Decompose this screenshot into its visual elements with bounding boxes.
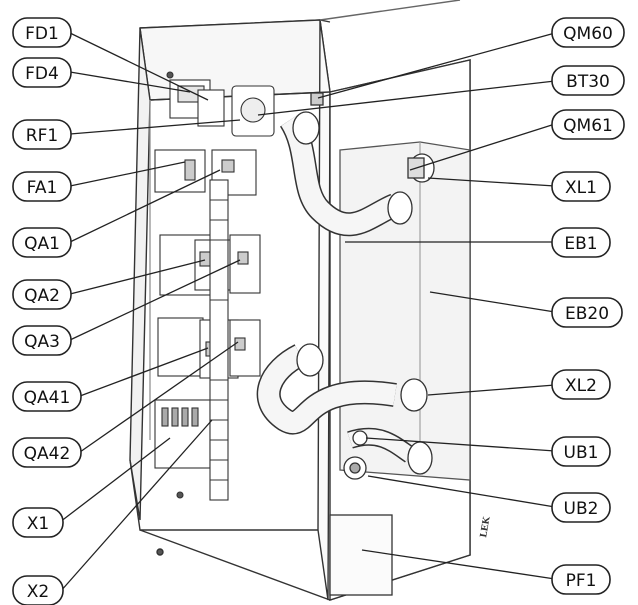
svg-text:FD4: FD4	[25, 64, 59, 84]
callout-qa41: QA41	[12, 381, 82, 412]
ub1-valve	[352, 430, 368, 446]
svg-text:QA42: QA42	[24, 444, 71, 464]
qa41-contactor	[157, 317, 204, 377]
cabinet-mark: LEK	[479, 515, 493, 539]
upper-outlet-fitting	[387, 191, 413, 225]
svg-text:EB20: EB20	[565, 304, 609, 324]
svg-text:BT30: BT30	[566, 72, 610, 92]
qm60-valve	[310, 92, 324, 106]
callout-ub2: UB2	[551, 492, 611, 523]
lower-inlet-fitting	[296, 343, 324, 377]
callout-x2: X2	[12, 575, 64, 605]
callout-qm60: QM60	[551, 17, 625, 48]
fd1-component	[197, 89, 225, 127]
callout-qa1: QA1	[12, 227, 72, 258]
callout-qa3: QA3	[12, 325, 72, 356]
callout-eb1: EB1	[551, 227, 611, 258]
svg-text:QA1: QA1	[24, 234, 60, 254]
callout-eb20: EB20	[551, 297, 623, 328]
svg-text:QA3: QA3	[24, 332, 60, 352]
x2-terminal-strip	[209, 179, 229, 501]
svg-text:QM61: QM61	[563, 116, 613, 136]
svg-text:UB1: UB1	[564, 443, 599, 463]
component-panel	[154, 71, 275, 501]
svg-text:RF1: RF1	[26, 126, 58, 146]
svg-text:X1: X1	[27, 514, 49, 534]
callout-xl2: XL2	[551, 369, 611, 400]
callout-xl1: XL1	[551, 171, 611, 202]
callout-rf1: RF1	[12, 119, 72, 150]
fa1-component	[154, 149, 206, 193]
callout-qa42: QA42	[12, 437, 82, 468]
bt30-fitting	[292, 111, 320, 145]
callout-fd1: FD1	[12, 17, 72, 48]
callout-bt30: BT30	[551, 65, 625, 96]
callout-qm61: QM61	[551, 109, 625, 140]
svg-text:XL1: XL1	[565, 178, 597, 198]
callout-qa2: QA2	[12, 279, 72, 310]
svg-text:FA1: FA1	[27, 178, 58, 198]
rating-plate	[329, 514, 393, 596]
svg-text:X2: X2	[27, 582, 49, 602]
svg-text:EB1: EB1	[564, 234, 597, 254]
callout-fd4: FD4	[12, 57, 72, 88]
svg-text:UB2: UB2	[564, 499, 599, 519]
svg-text:QM60: QM60	[563, 24, 613, 44]
callout-pf1: PF1	[551, 564, 611, 595]
svg-text:QA41: QA41	[24, 388, 71, 408]
xl2-fitting	[400, 378, 428, 412]
svg-text:QA2: QA2	[24, 286, 60, 306]
svg-text:PF1: PF1	[566, 571, 597, 591]
callout-x1: X1	[12, 507, 64, 538]
ub-fitting	[407, 441, 433, 475]
leader-lines	[59, 32, 556, 593]
svg-text:FD1: FD1	[25, 24, 59, 44]
svg-text:XL2: XL2	[565, 376, 597, 396]
fittings	[292, 92, 435, 480]
callout-fa1: FA1	[12, 171, 72, 202]
callout-ub1: UB1	[551, 436, 611, 467]
